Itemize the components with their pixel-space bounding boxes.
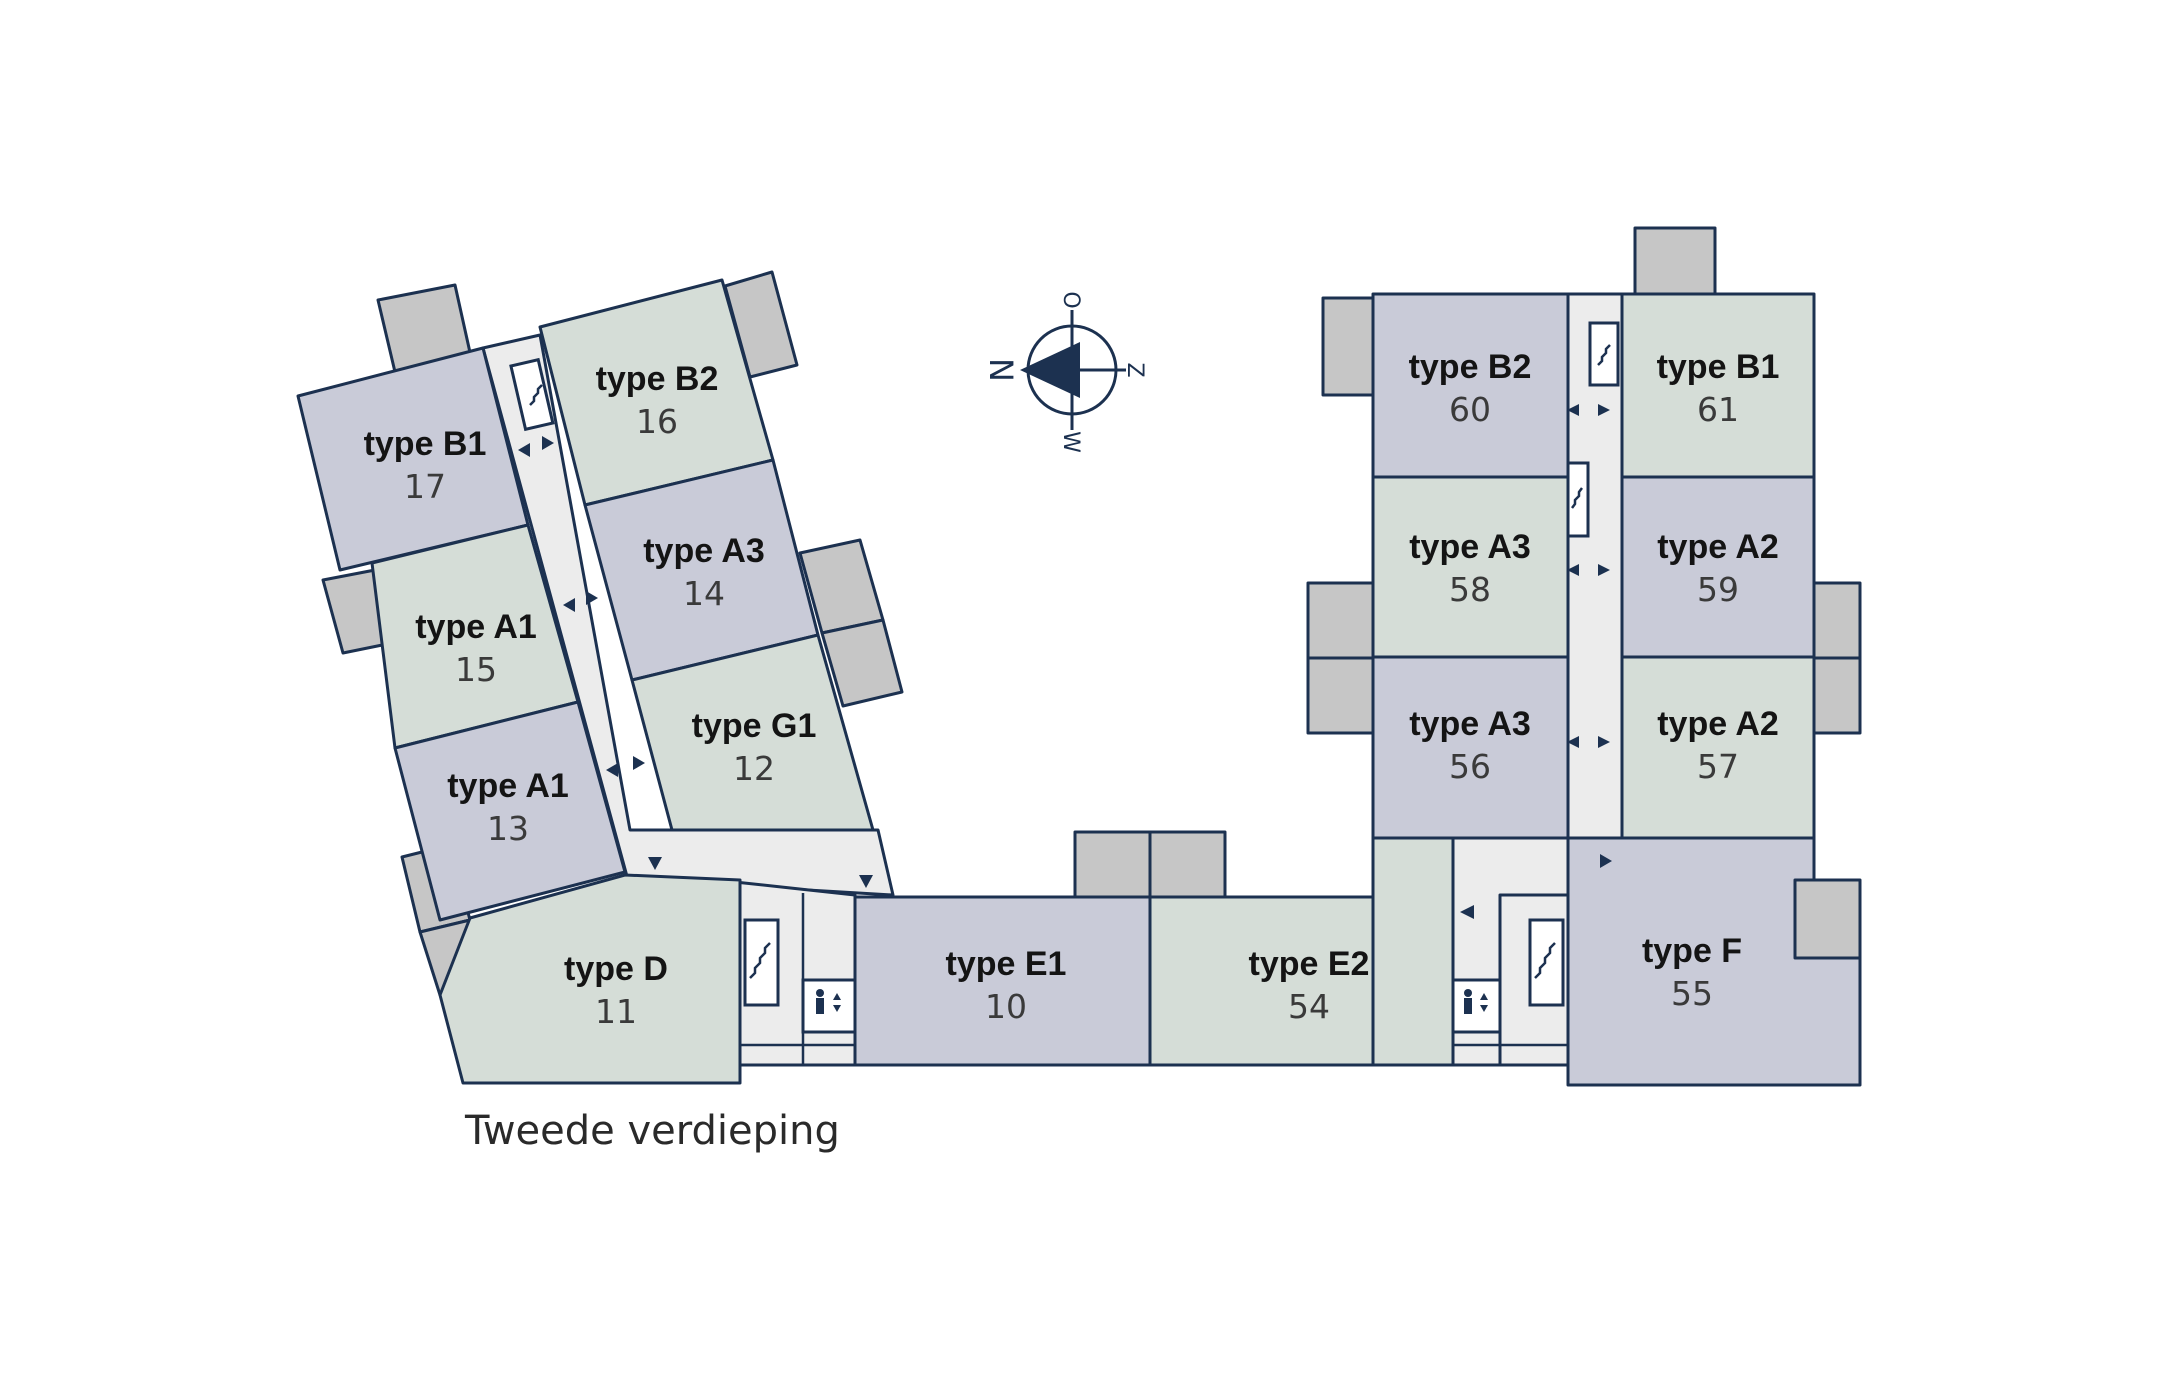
unit-number-label: 60 [1449, 390, 1491, 429]
unit-13[interactable] [393, 700, 627, 922]
stair-icon [743, 918, 780, 1007]
unit-number-label: 17 [404, 467, 446, 506]
unit-number-label: 13 [487, 809, 529, 848]
balcony [1633, 226, 1717, 296]
unit-type-label: type A1 [447, 767, 569, 805]
unit-type-label: type B2 [596, 360, 719, 398]
unit-type-label: type E2 [1249, 945, 1370, 983]
unit-number-label: 15 [455, 650, 497, 689]
unit-number-label: 56 [1449, 747, 1491, 786]
stair-icon [509, 357, 555, 432]
unit-12[interactable] [630, 633, 875, 832]
unit-10[interactable] [853, 895, 1152, 1067]
unit-55[interactable] [1566, 836, 1862, 1087]
balcony [820, 618, 904, 708]
unit-type-label: type A3 [643, 532, 765, 570]
entry-arrows [518, 404, 1612, 919]
unit-60[interactable] [1371, 292, 1570, 479]
stair-icon [1566, 461, 1590, 538]
elevator-icon [801, 978, 857, 1034]
stair-icon [1588, 321, 1620, 387]
unit-type-label: type A2 [1657, 528, 1779, 566]
unit-11[interactable] [438, 873, 742, 1085]
compass-rose: N O Z W [982, 291, 1147, 453]
floor-label: Tweede verdieping [465, 1108, 840, 1154]
unit-number-label: 54 [1288, 987, 1330, 1026]
balcony [1321, 296, 1375, 397]
compass-south-label: Z [1122, 362, 1147, 377]
balcony [1306, 581, 1375, 660]
unit-type-label: type F [1642, 932, 1742, 970]
unit-number-label: 12 [733, 749, 775, 788]
unit-number-label: 59 [1697, 570, 1739, 609]
unit-number-label: 16 [636, 402, 678, 441]
unit-number-label: 10 [985, 987, 1027, 1026]
unit-58[interactable] [1371, 475, 1570, 659]
unit-type-label: type B1 [364, 425, 487, 463]
unit-type-label: type A2 [1657, 705, 1779, 743]
unit-type-label: type A3 [1409, 705, 1531, 743]
compass-east-label: O [1058, 291, 1083, 308]
unit-number-label: 11 [595, 992, 637, 1031]
unit-number-label: 55 [1671, 974, 1713, 1013]
unit-type-label: type B2 [1409, 348, 1532, 386]
compass-west-label: W [1058, 431, 1083, 453]
unit-type-label: type B1 [1657, 348, 1780, 386]
compass-north-label: N [982, 358, 1020, 382]
unit-61[interactable] [1620, 292, 1816, 479]
balcony [1148, 830, 1227, 899]
balcony [1306, 656, 1375, 735]
unit-number-label: 58 [1449, 570, 1491, 609]
unit-type-label: type A3 [1409, 528, 1531, 566]
unit-type-label: type G1 [692, 707, 817, 745]
unit-56[interactable] [1371, 655, 1570, 840]
unit-54-ext [1371, 836, 1455, 1067]
unit-57[interactable] [1620, 655, 1816, 840]
unit-59[interactable] [1620, 475, 1816, 659]
stair-icon [1528, 918, 1565, 1007]
unit-type-label: type E1 [946, 945, 1067, 983]
elevator-icon [1451, 978, 1502, 1034]
unit-type-label: type D [564, 950, 668, 988]
unit-number-label: 57 [1697, 747, 1739, 786]
balcony [1073, 830, 1152, 899]
unit-type-label: type A1 [415, 608, 537, 646]
unit-number-label: 14 [683, 574, 725, 613]
balcony [1793, 878, 1862, 960]
unit-number-label: 61 [1697, 390, 1739, 429]
